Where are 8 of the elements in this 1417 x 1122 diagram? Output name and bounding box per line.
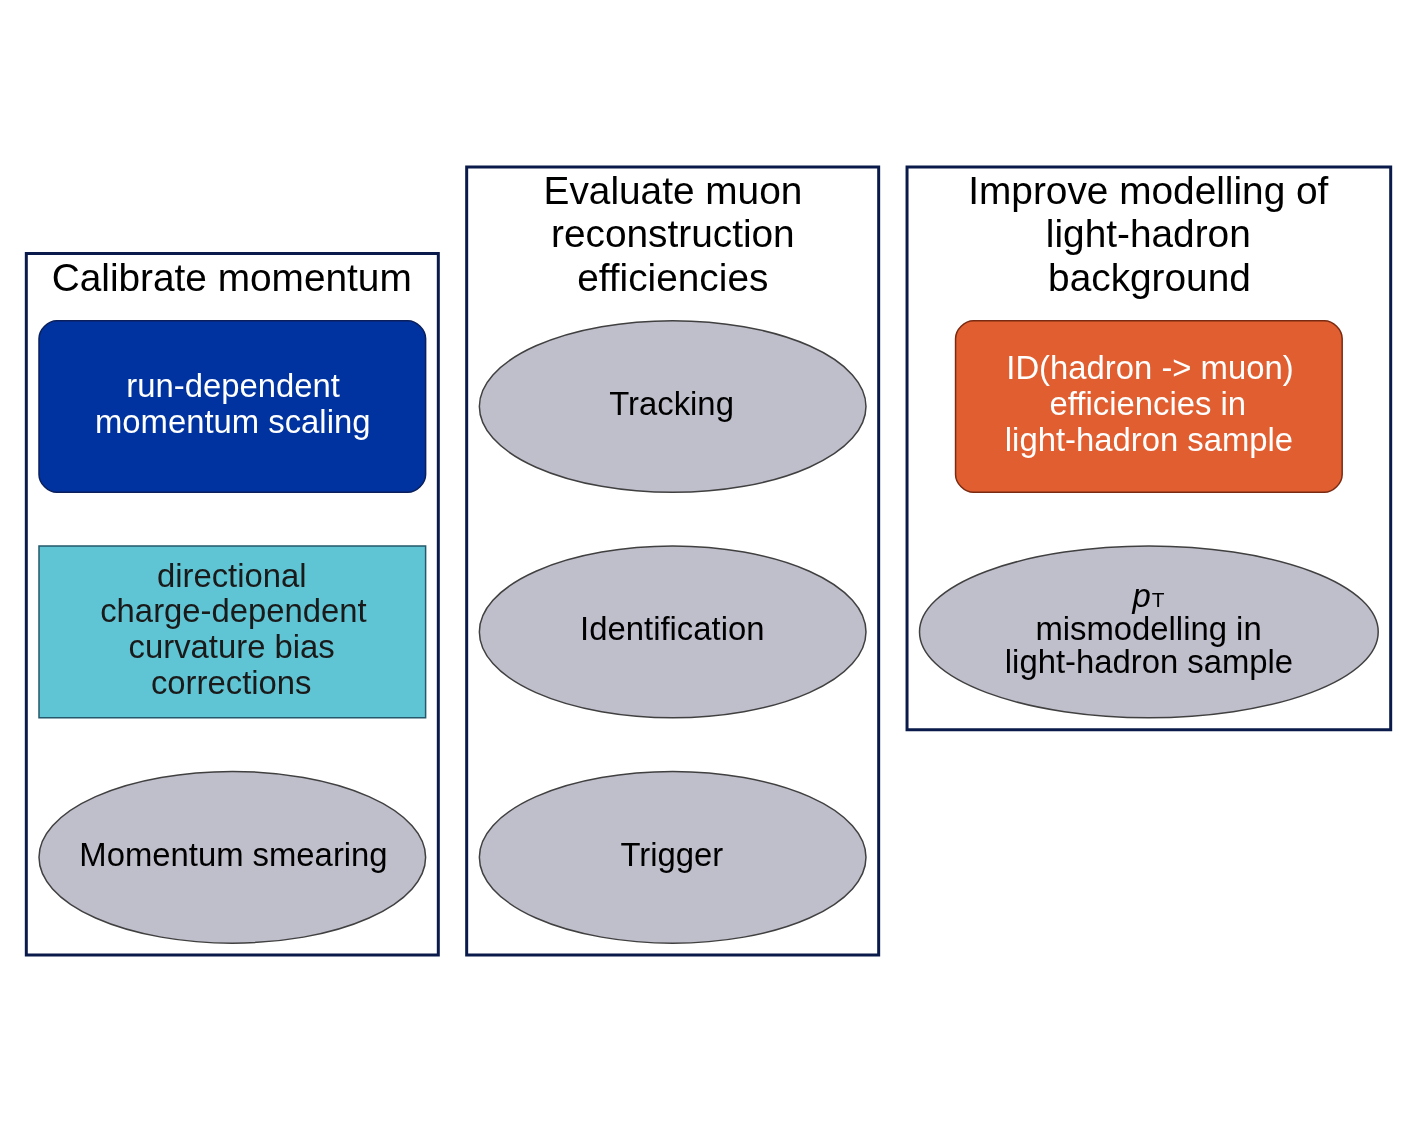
node-ellipse: pT mismodelling in light-hadron sample — [918, 545, 1379, 719]
node-box: directional charge-dependent curvature bias corrections — [38, 545, 427, 719]
node-box: run-dependent momentum scaling — [38, 319, 427, 494]
node-ellipse: Trigger — [478, 770, 867, 944]
node-ellipse: Momentum smearing — [38, 770, 427, 944]
node-ellipse: Identification — [478, 545, 867, 719]
node-box: ID(hadron -> muon) efficiencies in light-hadron sample — [954, 319, 1343, 494]
node-ellipse: Tracking — [478, 319, 867, 494]
